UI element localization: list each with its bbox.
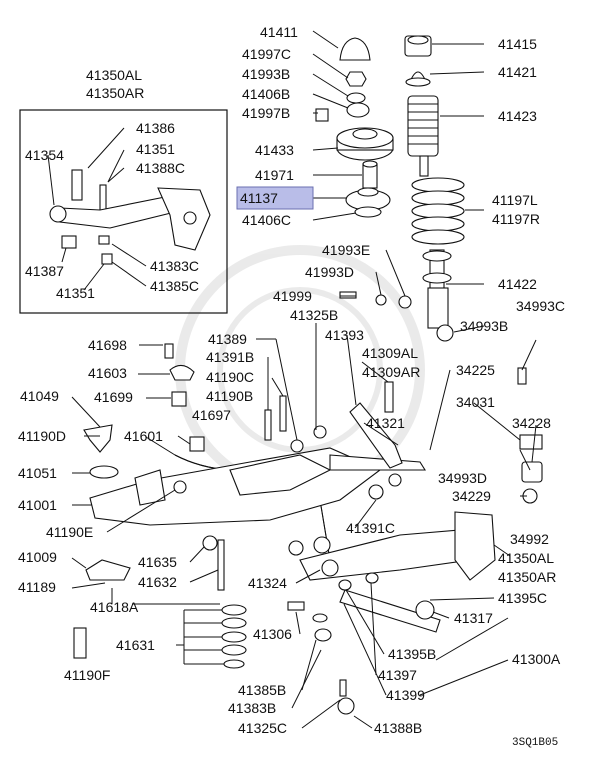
label-41632[interactable]: 41632 [138,574,177,590]
label-34992[interactable]: 34992 [510,531,549,547]
label-41190b[interactable]: 41190B [206,388,253,404]
label-41190f[interactable]: 41190F [64,667,110,683]
label-41386[interactable]: 41386 [136,120,175,136]
label-41049[interactable]: 41049 [20,388,59,404]
label-41197l[interactable]: 41197L [492,192,538,208]
label-41699[interactable]: 41699 [94,389,133,405]
label-41385b[interactable]: 41385B [238,682,286,698]
suspension-frame-drawing [73,291,543,715]
label-41137-highlighted[interactable]: 41137 [240,190,278,206]
label-34225[interactable]: 34225 [456,362,495,378]
diagram-code: 3SQ1B05 [512,737,558,749]
label-34031[interactable]: 34031 [456,394,495,410]
label-41385c[interactable]: 41385C [150,278,199,294]
label-41415[interactable]: 41415 [498,36,537,52]
label-41423[interactable]: 41423 [498,108,537,124]
label-41383b[interactable]: 41383B [228,700,276,716]
label-34993d[interactable]: 34993D [438,470,487,486]
label-41391b[interactable]: 41391B [206,349,254,365]
label-34229[interactable]: 34229 [452,488,491,504]
label-41001[interactable]: 41001 [18,497,57,513]
label-41395b[interactable]: 41395B [388,646,436,662]
label-41383c[interactable]: 41383C [150,258,199,274]
label-41350ar-bot[interactable]: 41350AR [498,569,556,585]
label-41309ar[interactable]: 41309AR [362,364,420,380]
label-34993c[interactable]: 34993C [516,298,565,314]
label-41411[interactable]: 41411 [260,24,298,40]
label-41993b-top[interactable]: 41993B [242,66,290,82]
label-41190e[interactable]: 41190E [46,524,93,540]
label-41387[interactable]: 41387 [25,263,64,279]
label-41350ar-top[interactable]: 41350AR [86,85,144,101]
strut-assembly-drawing [315,35,465,342]
label-41325c[interactable]: 41325C [238,720,287,736]
label-41321[interactable]: 41321 [366,415,405,431]
knuckle-inset-drawing [49,169,211,265]
label-41433[interactable]: 41433 [255,142,294,158]
label-41999[interactable]: 41999 [273,288,312,304]
label-41388c[interactable]: 41388C [136,160,185,176]
label-41406c[interactable]: 41406C [242,212,291,228]
label-41009[interactable]: 41009 [18,549,57,565]
label-34993b[interactable]: 34993B [460,318,508,334]
label-41190d[interactable]: 41190D [18,428,66,444]
label-41603[interactable]: 41603 [88,365,127,381]
label-41309al[interactable]: 41309AL [362,345,418,361]
label-41350al-bot[interactable]: 41350AL [498,550,554,566]
part-labels: 41411 41997C 41993B 41406B 41997B 41433 … [18,24,565,749]
label-41300a[interactable]: 41300A [512,651,561,667]
label-41306[interactable]: 41306 [253,626,292,642]
label-41325b[interactable]: 41325B [290,307,338,323]
label-41350al-top[interactable]: 41350AL [86,67,142,83]
label-41421[interactable]: 41421 [498,64,537,80]
label-41397[interactable]: 41397 [378,667,417,683]
label-41631[interactable]: 41631 [116,637,155,653]
label-41395c[interactable]: 41395C [498,590,547,606]
label-41697[interactable]: 41697 [192,407,231,423]
label-41601[interactable]: 41601 [124,428,163,444]
label-41422[interactable]: 41422 [498,276,537,292]
label-41351-top[interactable]: 41351 [136,141,175,157]
label-41997b[interactable]: 41997B [242,105,290,121]
leader-lines [47,30,537,729]
label-41399[interactable]: 41399 [386,687,425,703]
label-34228[interactable]: 34228 [512,415,551,431]
label-41351-bot[interactable]: 41351 [56,285,95,301]
label-41406b[interactable]: 41406B [242,86,290,102]
label-41993e[interactable]: 41993E [322,242,370,258]
label-41197r[interactable]: 41197R [492,211,540,227]
label-41189[interactable]: 41189 [18,579,56,595]
label-41190c[interactable]: 41190C [206,369,254,385]
label-41391c[interactable]: 41391C [346,520,395,536]
label-41698[interactable]: 41698 [88,337,127,353]
label-41618a[interactable]: 41618A [90,599,139,615]
label-41317[interactable]: 41317 [454,610,493,626]
label-41051[interactable]: 41051 [18,465,57,481]
label-41993d[interactable]: 41993D [305,264,354,280]
label-41388b[interactable]: 41388B [374,720,422,736]
label-41393[interactable]: 41393 [325,327,364,343]
highlight-box [236,186,314,210]
label-41389[interactable]: 41389 [208,331,247,347]
label-41971[interactable]: 41971 [255,167,294,183]
label-41997c-top[interactable]: 41997C [242,46,291,62]
knuckle-inset-frame [19,109,228,314]
label-41635[interactable]: 41635 [138,554,177,570]
label-41354[interactable]: 41354 [25,147,64,163]
label-41324[interactable]: 41324 [248,575,287,591]
